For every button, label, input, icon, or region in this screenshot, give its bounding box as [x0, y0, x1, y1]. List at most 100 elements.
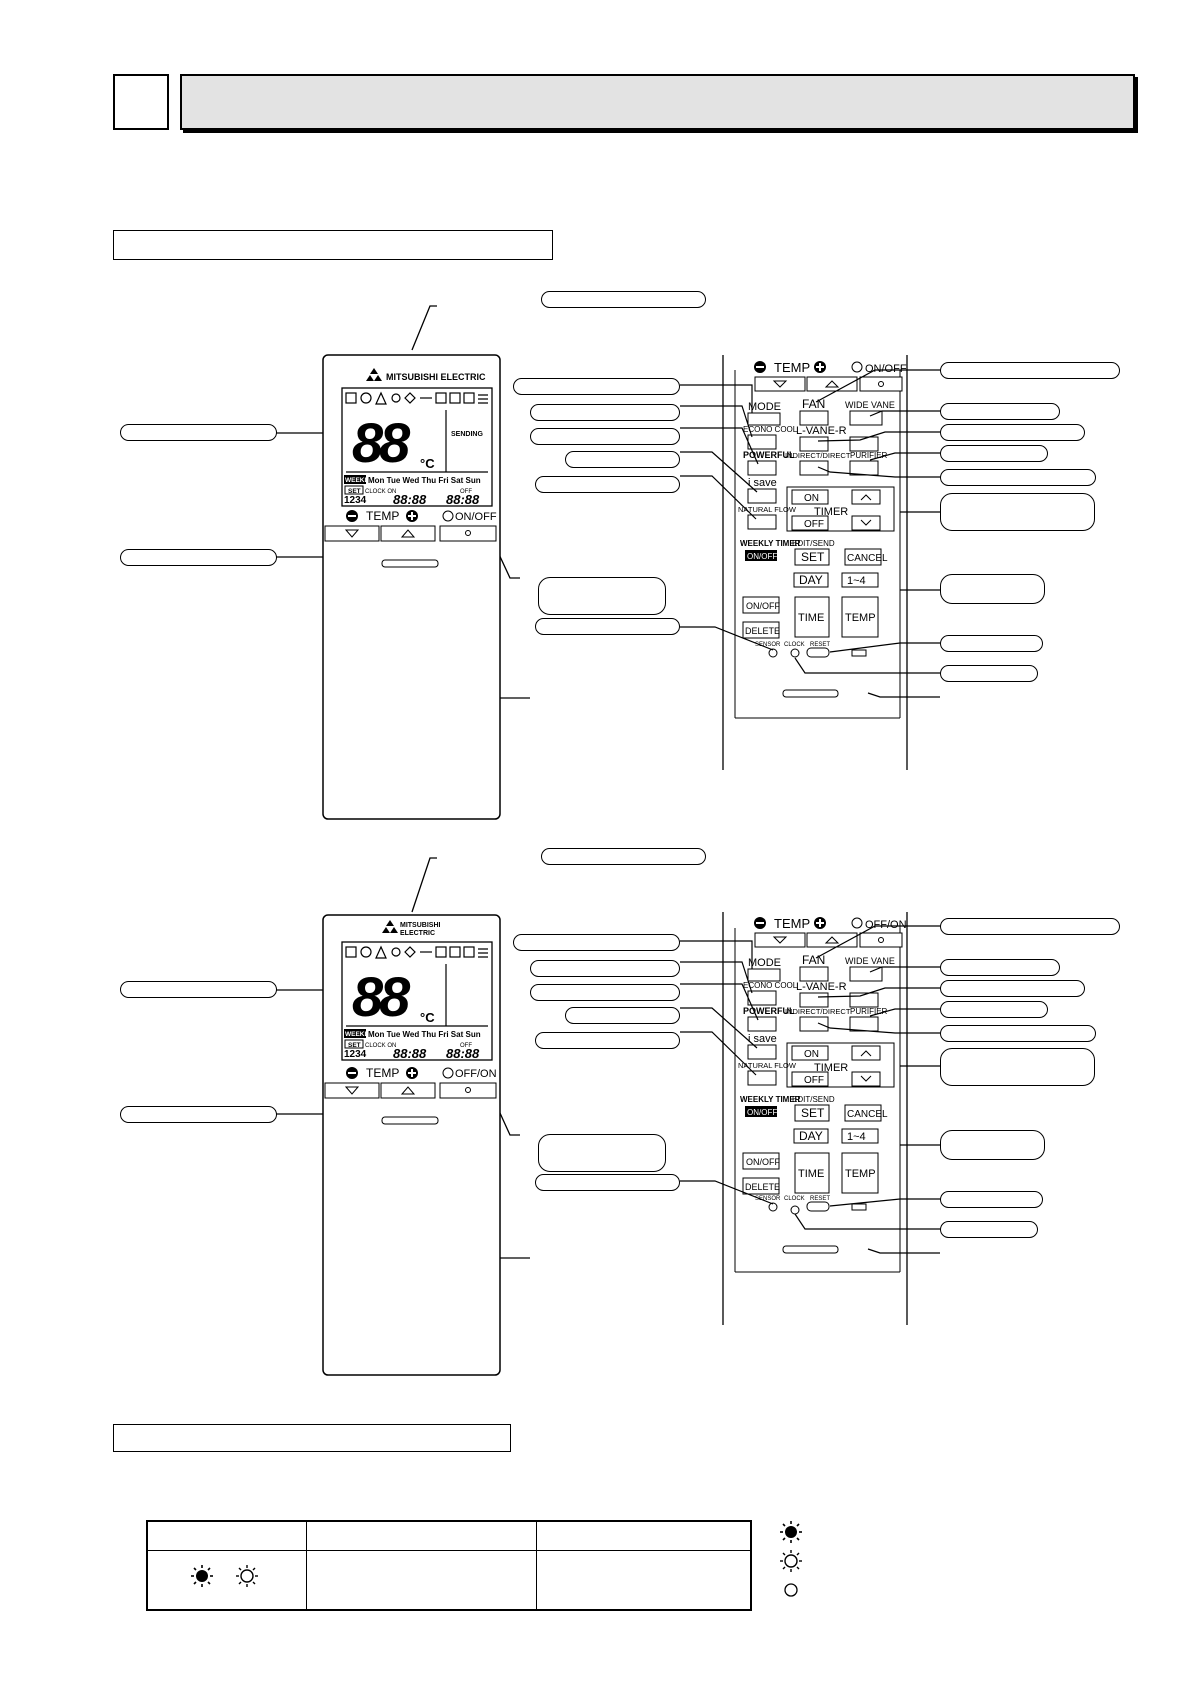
remote-b-brand-text-1: MITSUBISHI	[400, 922, 441, 929]
section-heading-box-remote	[113, 230, 553, 260]
remote-a-indirect-button[interactable]	[799, 460, 829, 476]
remote-a-time-button[interactable]	[794, 596, 830, 638]
remote-b-econo-cool-label: ECONO COOL	[743, 981, 798, 990]
remote-b-timer-on-button[interactable]	[791, 1045, 829, 1061]
remote-b-lcd-icons	[345, 945, 488, 1027]
remote-b-temp-program-button[interactable]	[841, 1152, 879, 1194]
remote-a-clock-label: CLOCK	[784, 642, 805, 648]
callout-label	[940, 493, 1095, 531]
remote-a-day-button[interactable]	[793, 572, 829, 588]
remote-b-clockon: CLOCK ON	[365, 1043, 396, 1049]
remote-a-set-text: SET	[348, 488, 361, 495]
remote-b-powerful-button[interactable]	[747, 1016, 777, 1032]
remote-b-purifier-button[interactable]	[849, 1016, 879, 1032]
remote-a-mode-label: MODE	[748, 401, 781, 413]
remote-a-timer-down-button[interactable]	[851, 515, 881, 531]
callout-label	[940, 1191, 1043, 1208]
remote-a-temp-unit: °C	[420, 456, 435, 471]
remote-a-temp-down-button[interactable]	[324, 525, 380, 542]
remote-a-timer-on-button[interactable]	[791, 489, 829, 505]
remote-a-isave-button[interactable]	[747, 488, 777, 504]
remote-a-brand	[366, 368, 382, 381]
remote-a-reset-button[interactable]	[806, 647, 830, 658]
remote-b-delete-button[interactable]	[742, 1177, 780, 1195]
remote-a-onoff-label: ON/OFF	[746, 601, 780, 611]
remote-a-time-label: TIME	[798, 612, 824, 624]
remote-a-fan-button[interactable]	[799, 410, 829, 426]
remote-b-weekly-onoff-button[interactable]	[745, 1106, 777, 1117]
callout-label	[940, 574, 1045, 604]
remote-b-lvane-left-button[interactable]	[799, 992, 829, 1008]
remote-b-reset-button[interactable]	[806, 1201, 830, 1212]
remote-a-set-button[interactable]	[794, 548, 830, 566]
remote-b-days: Mon Tue Wed Thu Fri Sat Sun	[368, 1030, 481, 1039]
remote-a-clock-button[interactable]	[790, 648, 800, 658]
remote-b-natural-flow-button[interactable]	[747, 1070, 777, 1086]
remote-b-panel-temp-down-button[interactable]	[754, 932, 806, 948]
callout-label	[538, 577, 666, 615]
callout-label	[940, 980, 1085, 997]
remote-b-temp-up-button[interactable]	[380, 1082, 436, 1099]
remote-a-brand-text: MITSUBISHI ELECTRIC	[386, 372, 486, 382]
remote-b-fan-button[interactable]	[799, 966, 829, 982]
remote-a-timer-off-button[interactable]	[791, 515, 829, 531]
remote-a-power-button[interactable]	[439, 525, 497, 542]
remote-a-powerful-button[interactable]	[747, 460, 777, 476]
remote-a-panel-power-button[interactable]	[859, 376, 903, 392]
remote-a-purifier-label: PURIFIER	[850, 451, 888, 460]
remote-a-delete-label: DELETE	[745, 626, 780, 636]
remote-a-timer-up-button[interactable]	[851, 489, 881, 505]
remote-b-panel-temp-up-button[interactable]	[806, 932, 858, 948]
leader-lines-b-panel	[680, 925, 940, 1254]
remote-a-temp-up-button[interactable]	[380, 525, 436, 542]
remote-a-purifier-button[interactable]	[849, 460, 879, 476]
remote-a-reset-label: RESET	[810, 642, 830, 648]
remote-b-indirect-button[interactable]	[799, 1016, 829, 1032]
remote-b-temp-down-button[interactable]	[324, 1082, 380, 1099]
remote-b-weekly-badge	[344, 1029, 366, 1038]
remote-b-cancel-button[interactable]	[844, 1104, 882, 1122]
remote-b-set-button[interactable]	[794, 1104, 830, 1122]
remote-a-delete-button[interactable]	[742, 621, 780, 639]
remote-b-time-label: TIME	[798, 1168, 824, 1180]
remote-a-cancel-button[interactable]	[844, 548, 882, 566]
remote-b-time-right: 88:88	[446, 1046, 480, 1061]
remote-a-econo-cool-button[interactable]	[747, 434, 777, 450]
remote-b-timer-off-label: OFF	[804, 1075, 824, 1086]
remote-b-timer-down-button[interactable]	[851, 1071, 881, 1087]
remote-b-timer-off-button[interactable]	[791, 1071, 829, 1087]
callout-label	[940, 665, 1038, 682]
remote-b-temp-digits: 88	[352, 965, 411, 1028]
remote-a-temp-program-button[interactable]	[841, 596, 879, 638]
callout-label	[565, 451, 680, 468]
remote-b-panel-power-button[interactable]	[859, 932, 903, 948]
remote-a-onoff-button[interactable]	[742, 596, 780, 614]
remote-b-clock-button[interactable]	[790, 1205, 800, 1215]
remote-a-mode-button[interactable]	[747, 412, 781, 426]
table-column-divider	[536, 1522, 537, 1609]
remote-a-program-nums: 1234	[344, 495, 367, 506]
remote-b-mode-button[interactable]	[747, 968, 781, 982]
remote-a-time-left: 88:88	[393, 492, 427, 507]
remote-a-program-button[interactable]	[841, 572, 879, 588]
remote-b-sensor	[768, 1202, 778, 1212]
remote-a-natural-flow-button[interactable]	[747, 514, 777, 530]
remote-b-program-button[interactable]	[841, 1128, 879, 1144]
remote-a-panel-temp-down-button[interactable]	[754, 376, 806, 392]
remote-b-reset-label: RESET	[810, 1196, 830, 1202]
remote-b-program-nums: 1234	[344, 1049, 367, 1060]
remote-b-power-button[interactable]	[439, 1082, 497, 1099]
remote-a-panel-temp-up-button[interactable]	[806, 376, 858, 392]
remote-a-weekly-onoff-label: ON/OFF	[747, 552, 777, 561]
remote-b-time-button[interactable]	[794, 1152, 830, 1194]
remote-b-econo-cool-button[interactable]	[747, 990, 777, 1006]
remote-b-panel	[722, 912, 908, 1325]
remote-b-timer-up-button[interactable]	[851, 1045, 881, 1061]
table-column-divider	[306, 1522, 307, 1609]
remote-a-lvane-left-button[interactable]	[799, 436, 829, 452]
remote-a-weekly-onoff-button[interactable]	[745, 550, 777, 561]
remote-b-onoff-button[interactable]	[742, 1152, 780, 1170]
remote-b-isave-button[interactable]	[747, 1044, 777, 1060]
remote-b-day-button[interactable]	[793, 1128, 829, 1144]
remote-b-power-label: OFF/ON	[455, 1068, 497, 1080]
